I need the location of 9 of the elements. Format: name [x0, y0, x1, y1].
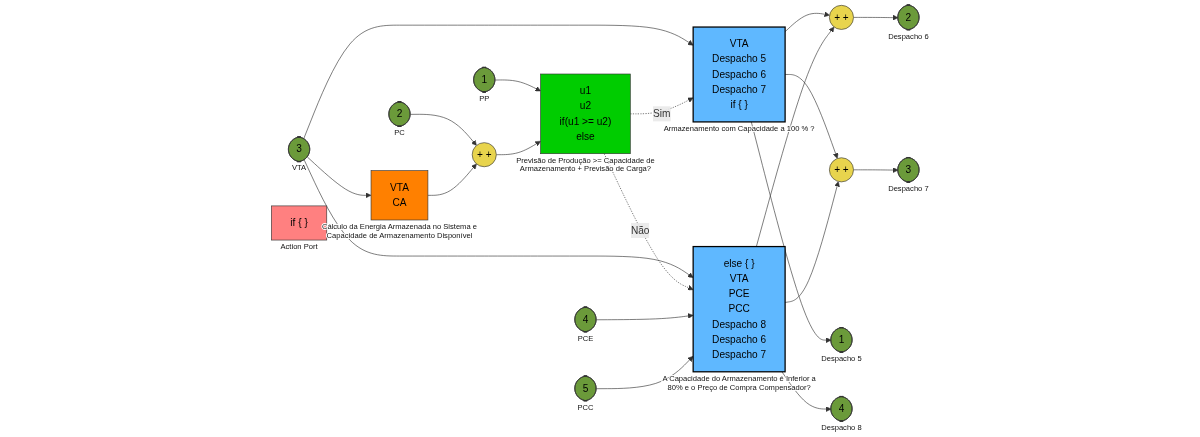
node-box: VTA CA: [370, 170, 429, 221]
node-circle: + +: [829, 157, 854, 183]
edge-label: Sim: [653, 108, 671, 119]
node-box: VTA Despacho 5 Despacho 6 Despacho 7 if { }: [692, 26, 786, 123]
node-circle: + +: [471, 142, 497, 168]
edge-label: Não: [630, 224, 650, 236]
node-box: else { } VTA PCE PCC Despacho 8 Despacho 6 Despacho 7: [692, 245, 786, 373]
node-circle: + +: [829, 5, 854, 30]
node-box: u1 u2 if(u1 >= u2) else: [540, 73, 631, 154]
